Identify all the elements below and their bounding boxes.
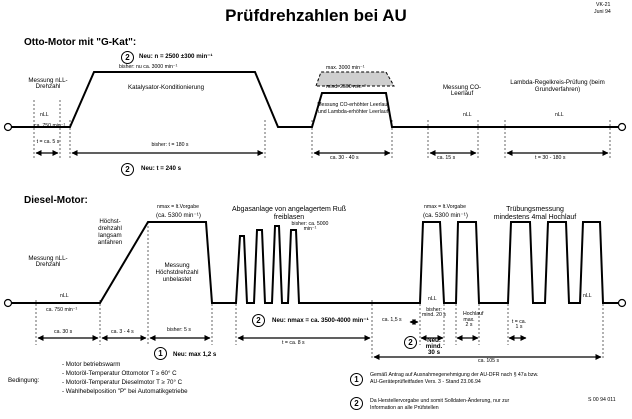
condition-item-2: - Motoröl-Temperatur Ottomotor T ≥ 60° C <box>62 370 177 377</box>
condition-item-1: - Motor betriebswarm <box>62 361 121 368</box>
condition-item-4: - Wahlhebelposition "P" bei Automatikget… <box>62 388 188 395</box>
diesel-nll-2: nLL <box>428 296 437 302</box>
otto-co-idle-measurement: Messung CO-Leerlauf <box>442 84 482 98</box>
otto-cat-conditioning: Katalysator-Konditionierung <box>128 84 205 91</box>
footnote-1-badge: 1 <box>350 373 363 386</box>
diesel-opacity-measurement: Trübungsmessung mindestens 4mal Hochlauf <box>493 206 577 222</box>
diesel-time-new: Neu: max 1,2 s <box>173 351 217 358</box>
diesel-measure-idle: Messung nLL-Drehzahl <box>28 255 68 269</box>
diesel-idle-rpm: ca. 750 min⁻¹ <box>46 307 78 313</box>
otto-co-elevated-measurement: Messung CO-erhöhter Leerlauf und Lambda-… <box>317 102 389 115</box>
otto-nll-3: nLL <box>555 112 564 118</box>
footer-code: S 00 94 011 <box>588 397 616 403</box>
diesel-max-speed-slow: Höchst-drehzahl langsam anfahren <box>97 218 123 247</box>
diesel-hold-old: bisher: mind. 20 s <box>422 307 446 319</box>
diesel-time-8s: t = ca. 8 s <box>282 340 305 346</box>
diesel-nmax-new: Neu: nmax = ca. 3500-4000 min⁻¹ <box>272 317 369 324</box>
otto-idle-rpm: ca. 750 min⁻¹ <box>34 123 66 129</box>
otto-max-rpm: max. 3000 min⁻¹ <box>326 65 365 71</box>
diesel-start-marker <box>3 298 13 308</box>
diesel-end-marker <box>617 298 627 308</box>
diesel-nmax-spec: nmax = lt.Vorgabe <box>157 204 199 210</box>
doc-id: VK-21 <box>596 2 611 8</box>
footnote-1-text: Gemäß Antrag auf Ausnahmegenehmigung der… <box>370 372 539 385</box>
otto-rpm-curve <box>10 71 620 128</box>
otto-lambda-test: Lambda-Regelkreis-Prüfung (beim Grundver… <box>510 79 605 94</box>
otto-time-30-180: t = 30 - 180 s <box>535 155 566 161</box>
doc-date: Juni 94 <box>594 9 611 15</box>
otto-rpm-tolerance-band <box>315 71 395 87</box>
diesel-high-idle: Hochlauf max. 2 s <box>463 311 484 329</box>
footnote-2-text: Da Herstellervorgabe und somit Solldaten… <box>370 398 510 411</box>
page-title: Prüfdrehzahlen bei AU <box>225 6 407 25</box>
diesel-nmax-value-2: (ca. 5300 min⁻¹) <box>423 212 468 219</box>
otto-time-5s: t = ca. 5 s <box>36 139 60 145</box>
diesel-rpm-curve <box>10 221 620 304</box>
otto-new-rpm: Neu: n = 2500 ±300 min⁻¹ <box>139 53 213 60</box>
otto-nll-2: nLL <box>463 112 472 118</box>
diesel-measure-max: Messung Höchstdrehzahl unbelastet <box>155 262 199 284</box>
diesel-flush-exhaust: Abgasanlage von angelagertem Ruß freibla… <box>231 206 347 222</box>
diesel-nll-1: nLL <box>60 293 69 299</box>
otto-old-rpm: bisher: nu ca. 3000 min⁻¹ <box>119 64 178 70</box>
diesel-hold-new: Neu: mind. 30 s <box>425 337 443 357</box>
diesel-time-3-4: ca. 3 - 4 s <box>111 329 134 335</box>
diesel-time-1s: t = ca. 1 s <box>511 319 527 331</box>
otto-time-15: ca. 15 s <box>437 155 456 161</box>
badge-1-diesel-time: 1 <box>154 347 167 360</box>
otto-measure-idle: Messung nLL-Drehzahl <box>28 77 68 91</box>
diesel-nmax-value: (ca. 5300 min⁻¹) <box>156 212 201 219</box>
badge-2-diesel-hold: 2 <box>404 336 417 349</box>
otto-nll-1: nLL <box>40 112 49 118</box>
diesel-heading: Diesel-Motor: <box>24 195 88 206</box>
conditions-label: Bedingung: <box>8 377 40 384</box>
diesel-time-1-5s: ca. 1,5 s <box>382 317 402 323</box>
otto-phase-separators <box>33 100 611 160</box>
badge-2-otto-time: 2 <box>121 163 134 176</box>
otto-time-30-40: ca. 30 - 40 s <box>330 155 359 161</box>
diesel-flush-old: bisher: ca. 5000 min⁻¹ <box>291 221 329 233</box>
diesel-nll-3: nLL <box>583 293 592 299</box>
otto-heading: Otto-Motor mit "G-Kat": <box>24 37 137 48</box>
diesel-time-105: ca. 105 s <box>478 358 500 364</box>
badge-2-diesel-nmax: 2 <box>252 314 265 327</box>
otto-time-new: Neu: t = 240 s <box>141 165 182 172</box>
otto-end-marker <box>617 122 627 132</box>
otto-min-rpm: mind. 2500 min⁻¹ <box>326 84 366 90</box>
diesel-time-arrows <box>37 319 602 360</box>
otto-time-old: bisher: t = 180 s <box>151 142 189 148</box>
diesel-nmax-spec-2: nmax = lt.Vorgabe <box>424 204 466 210</box>
badge-2-otto-rpm: 2 <box>121 51 134 64</box>
condition-item-3: - Motoröl-Temperatur Dieselmotor T ≥ 70°… <box>62 379 183 386</box>
diesel-time-old-5: bisher: 5 s <box>167 327 191 333</box>
footnote-2-badge: 2 <box>350 397 363 410</box>
otto-start-marker <box>3 122 13 132</box>
diesel-phase-separators <box>35 222 604 360</box>
diesel-time-30: ca. 30 s <box>54 329 73 335</box>
